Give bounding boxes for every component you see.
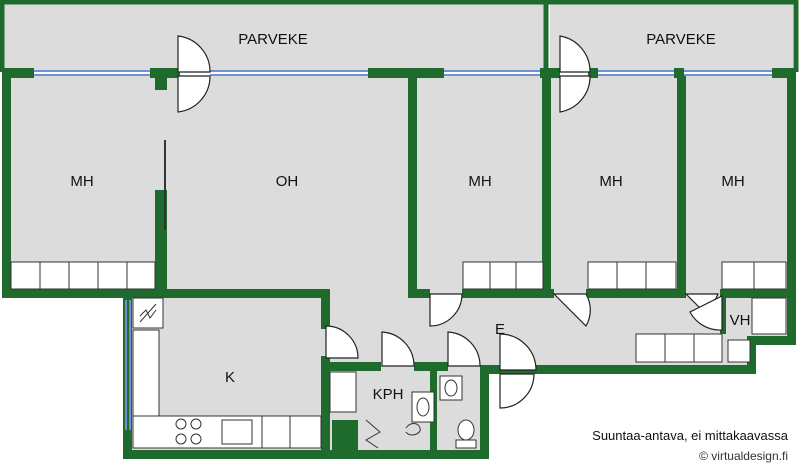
label-bathroom: KPH [373, 386, 404, 403]
closet-shelves-lower [727, 339, 751, 363]
outer-wall-left-bottom [2, 289, 130, 298]
kitchen-vent-symbol [139, 303, 157, 323]
door-closet [689, 295, 723, 331]
bathroom-cabinet [329, 371, 357, 413]
wall-kitchen-right-lower [321, 356, 330, 452]
stove-burner-4 [190, 433, 202, 445]
stove-burner-3 [175, 433, 187, 445]
label-balcony-left: PARVEKE [238, 31, 307, 48]
wall-bedroom2-bottom [408, 289, 430, 298]
outer-wall-bottom-mid [480, 365, 754, 374]
wardrobe-bedroom2 [462, 261, 544, 290]
label-balcony-right: PARVEKE [646, 31, 715, 48]
bathroom-fixture-dark [332, 420, 358, 450]
label-bedroom-4: MH [721, 173, 744, 190]
wc-sink-bowl [444, 379, 458, 397]
wall-bedroom2-left [408, 76, 417, 298]
room-labels: PARVEKE PARVEKE MH OH MH MH MH E K KPH V… [70, 31, 750, 403]
door-balcony-right-b [559, 75, 591, 113]
wall-bedroom3-left [542, 76, 551, 298]
door-wc [447, 331, 481, 367]
door-bedroom2 [429, 293, 463, 327]
wall-closet-left [720, 289, 726, 334]
outer-wall-bottom-left [123, 450, 487, 459]
toilet-bowl [457, 419, 475, 441]
balcony-left-floor [4, 4, 544, 70]
door-entrance-b [499, 373, 535, 409]
drain-symbol [405, 423, 421, 436]
door-balcony-left-a [177, 35, 211, 73]
doors [177, 35, 723, 409]
label-bedroom-1: MH [70, 173, 93, 190]
bathroom-fixtures [329, 371, 477, 449]
windows [34, 70, 772, 430]
stove-burner-2 [190, 418, 202, 430]
shower-symbol [365, 419, 381, 449]
wall-bedroom2-bottom-b [462, 289, 554, 298]
wall-stub-top-4 [588, 68, 598, 78]
door-entrance [499, 333, 537, 371]
balcony-right-floor [550, 4, 793, 70]
disclaimer-caption: Suuntaa-antava, ei mittakaavassa [592, 428, 788, 443]
wall-kitchen-right [321, 289, 330, 329]
outer-wall-bottom-right [747, 336, 796, 345]
floor-main [8, 76, 788, 292]
wall-stub-top-3 [540, 68, 560, 78]
wall-kitchen-top [128, 289, 328, 298]
toilet-tank [455, 439, 477, 449]
outer-wall-top-right [772, 68, 796, 78]
wall-bedroom4-left [677, 76, 686, 298]
wardrobe-bedroom1 [10, 261, 156, 290]
kitchen-sink [221, 419, 253, 445]
door-bedroom3 [552, 293, 591, 327]
kitchen-wall-left [123, 289, 132, 457]
wall-bedroom3-bottom [586, 289, 684, 298]
wall-bathroom-top-a [321, 362, 381, 371]
balcony-right-rail [543, 0, 799, 72]
label-bedroom-2: MH [468, 173, 491, 190]
wall-stub-top-1b [155, 68, 167, 90]
wardrobe-bedroom3 [587, 261, 677, 290]
wall-bedroom4-bottom [720, 289, 796, 298]
label-bedroom-3: MH [599, 173, 622, 190]
wardrobe-hall [635, 333, 723, 363]
door-balcony-right-a [559, 35, 591, 73]
bathroom-wall-right [480, 365, 489, 459]
door-bathroom [381, 331, 415, 367]
label-kitchen: K [225, 369, 235, 386]
outer-wall-top-left [4, 68, 34, 78]
outer-wall-bottom-step [747, 336, 756, 374]
outer-wall-right [787, 68, 796, 344]
outer-wall-left [2, 68, 11, 296]
closet-shelves [751, 297, 787, 335]
label-closet: VH [730, 312, 751, 329]
wall-stub-top-5 [674, 68, 684, 78]
door-balcony-left-b [177, 75, 211, 113]
label-entrance: E [495, 321, 505, 338]
wardrobes [10, 261, 787, 363]
door-kitchen [325, 325, 359, 359]
kitchen-fixtures [132, 297, 322, 449]
label-living-room: OH [276, 173, 299, 190]
balconies [0, 0, 799, 72]
stove-burner-1 [175, 418, 187, 430]
copyright-caption: © virtualdesign.fi [699, 449, 788, 463]
bathroom-sink-bowl [416, 397, 430, 417]
wall-stub-top-2 [368, 68, 444, 78]
